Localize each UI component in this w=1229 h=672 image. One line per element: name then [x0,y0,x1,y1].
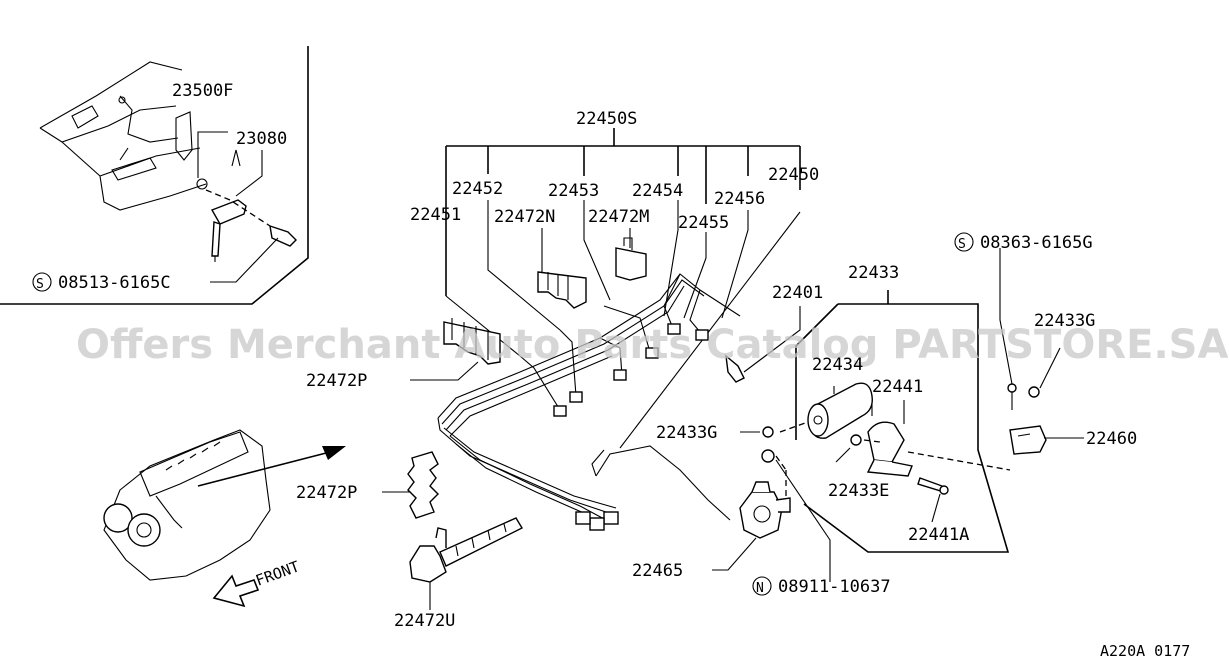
label-23080: 23080 [236,129,287,149]
leader-lines-22450S [445,128,801,449]
label-22433G-left: 22433G [656,423,717,443]
label-22472M: 22472M [588,207,649,227]
label-22454: 22454 [632,181,683,201]
n-symbol-icon [752,576,772,596]
clip-22472U [409,517,523,610]
label-08363-6165G: 08363-6165G [980,233,1093,253]
ignition-coil-22434 [807,382,873,439]
s-symbol-icon [32,272,52,292]
part-labels: 23500F 23080 S 08513-6165C 22450S 22450 … [32,81,1190,660]
coil-clamp-22441 [866,400,913,477]
label-22472P-lower: 22472P [296,483,357,503]
s-symbol-letter-2: S [958,237,966,252]
clip-22472N [537,271,587,309]
fasteners [761,383,1040,495]
label-22441A: 22441A [908,525,969,545]
watermark-text: Offers Merchant Auto Parts Catalog PARTS… [76,322,1228,368]
label-22455: 22455 [678,213,729,233]
ignition-wire-harness [437,273,801,531]
clip-22472P-lower [382,451,439,519]
front-label: FRONT [253,557,302,589]
n-symbol-letter: N [756,581,764,596]
bracket-22460 [1009,425,1084,455]
label-22460: 22460 [1086,429,1137,449]
inset-detail [0,46,309,305]
label-22441: 22441 [872,377,923,397]
diagram-code: A220A 0177 [1100,642,1190,660]
clip-22472M [615,237,647,281]
label-22472N: 22472N [494,207,555,227]
s-symbol-icon-2 [954,232,974,252]
engine-sketch [103,429,346,608]
label-22465: 22465 [632,561,683,581]
label-22450: 22450 [768,165,819,185]
label-22433E: 22433E [828,481,889,501]
label-22453: 22453 [548,181,599,201]
label-22434: 22434 [812,355,863,375]
distributor-22465 [712,470,791,571]
label-22401: 22401 [772,283,823,303]
label-22472U: 22472U [394,611,455,631]
label-23500F: 23500F [172,81,233,101]
misc-leaders [740,248,1061,582]
label-22472P-upper: 22472P [306,371,367,391]
label-08911-10637: 08911-10637 [778,577,891,597]
label-22456: 22456 [714,189,765,209]
label-22450S: 22450S [576,109,637,129]
label-22433: 22433 [848,263,899,283]
s-symbol-letter: S [36,277,44,292]
label-08513-6165C: 08513-6165C [58,273,171,293]
label-22452: 22452 [452,179,503,199]
label-22451: 22451 [410,205,461,225]
coil-bracket-22433 [795,290,1010,553]
label-22433G-right: 22433G [1034,311,1095,331]
clip-22472P-upper [410,318,501,381]
